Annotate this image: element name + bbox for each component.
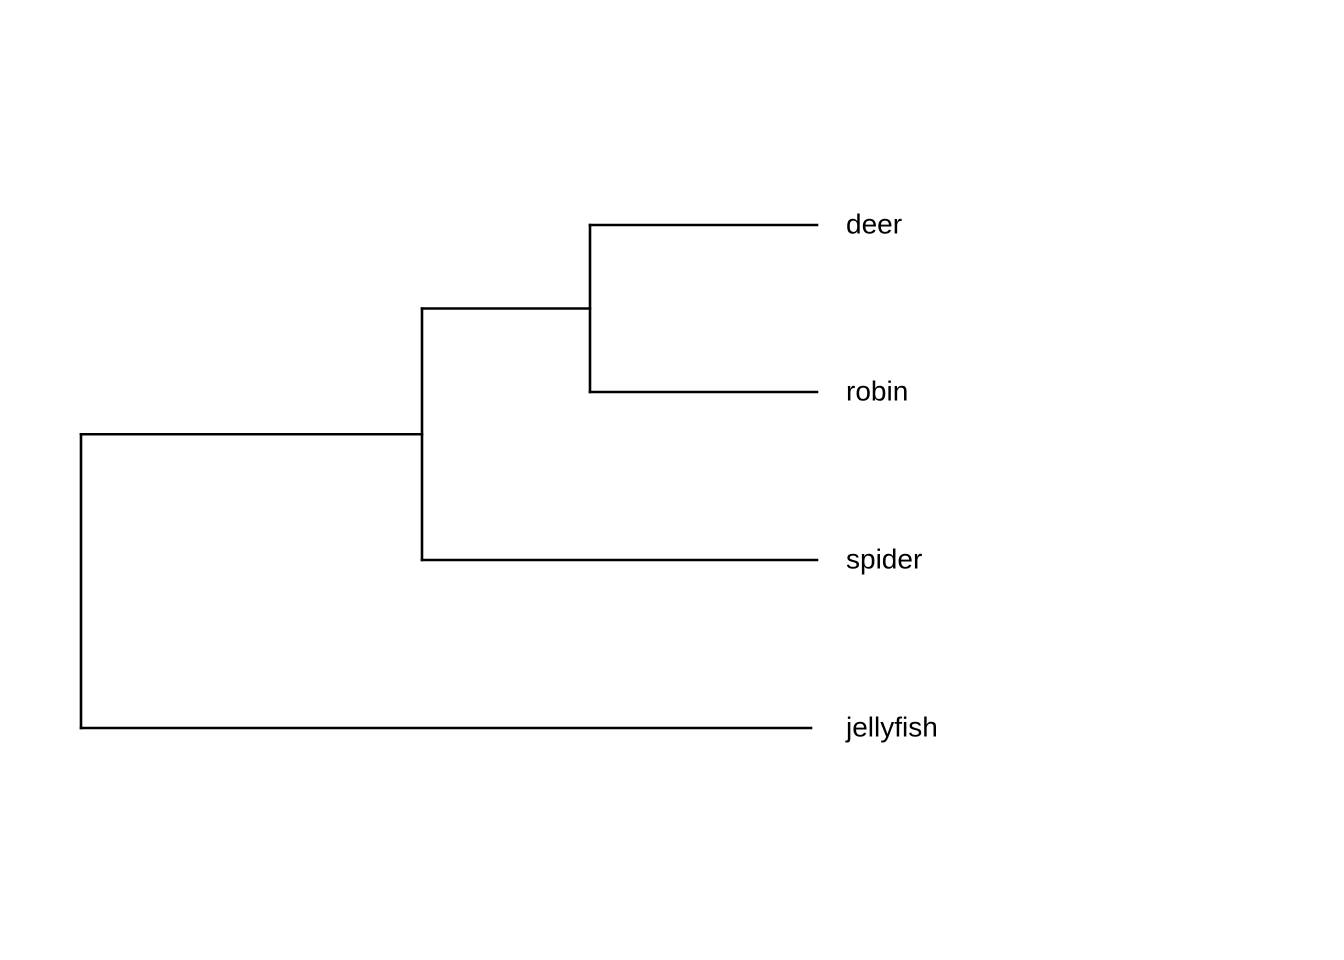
tip-label-robin: robin (846, 375, 908, 406)
tip-label-deer: deer (846, 208, 902, 239)
tip-labels: deer robin spider jellyfish (845, 208, 938, 742)
tree-branches (79, 223, 819, 730)
tip-label-jellyfish: jellyfish (845, 711, 938, 742)
tip-label-spider: spider (846, 543, 922, 574)
